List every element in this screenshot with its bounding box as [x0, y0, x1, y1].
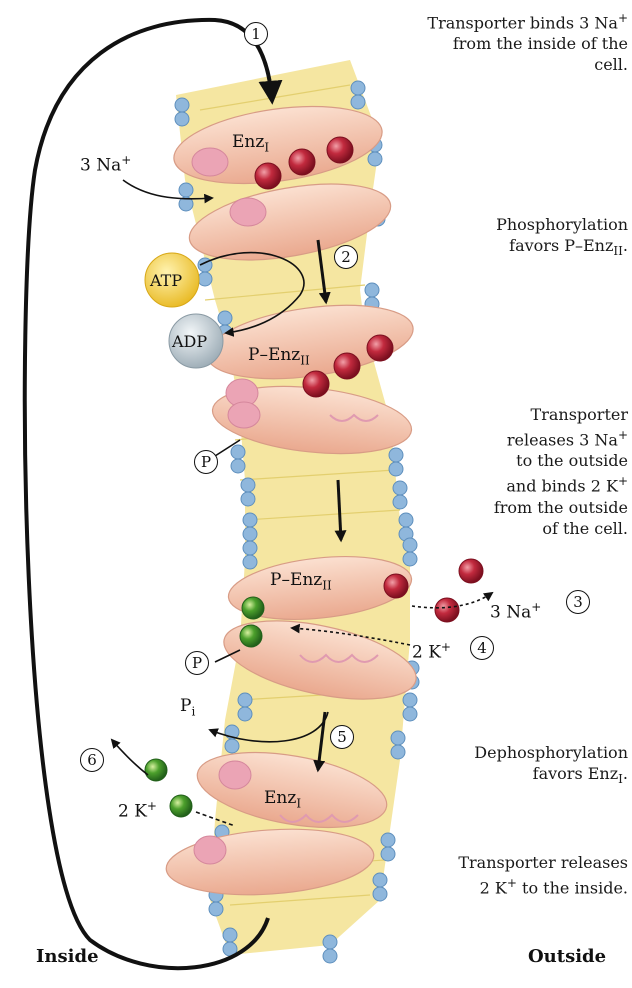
potassium-ion — [242, 597, 264, 619]
atp-label: ATP — [150, 270, 182, 291]
lipid-head — [231, 459, 245, 473]
sodium-ion — [303, 371, 329, 397]
lipid-head — [381, 847, 395, 861]
step-6-marker: 6 — [80, 748, 104, 772]
step-1-marker: 1 — [244, 22, 268, 46]
lipid-head — [243, 513, 257, 527]
adp-label: ADP — [172, 331, 207, 352]
lipid-head — [243, 527, 257, 541]
caption-step-1: Transporter binds 3 Na+ from the inside … — [358, 8, 628, 75]
phosphate-b: P — [185, 651, 209, 675]
penz2-a-label: P–EnzII — [248, 345, 310, 371]
lipid-head — [175, 98, 189, 112]
caption-step-3: Transporter releases 3 Na+ to the outsid… — [408, 404, 628, 539]
lipid-head — [373, 873, 387, 887]
outside-label: Outside — [528, 946, 606, 967]
lipid-head — [223, 928, 237, 942]
lipid-head — [365, 283, 379, 297]
potassium-outside-label: 2 K+ — [412, 637, 451, 664]
phosphate-a: P — [194, 450, 218, 474]
potassium-ion — [170, 795, 192, 817]
lipid-head — [391, 745, 405, 759]
sodium-ion — [367, 335, 393, 361]
sodium-ion — [435, 598, 459, 622]
lipid-head — [198, 272, 212, 286]
lipid-head — [243, 541, 257, 555]
lipid-head — [403, 693, 417, 707]
sodium-inside-label: 3 Na+ — [80, 150, 131, 177]
lipid-head — [393, 495, 407, 509]
sodium-ion — [255, 163, 281, 189]
sodium-ion — [327, 137, 353, 163]
lipid-head — [381, 833, 395, 847]
step-3-marker: 3 — [566, 590, 590, 614]
lipid-head — [391, 731, 405, 745]
sodium-ion — [384, 574, 408, 598]
lipid-head — [218, 311, 232, 325]
step-5-marker: 5 — [330, 725, 354, 749]
lipid-head — [225, 739, 239, 753]
lipid-head — [175, 112, 189, 126]
lipid-head — [389, 448, 403, 462]
lipid-head — [243, 555, 257, 569]
lipid-head — [351, 81, 365, 95]
lipid-head — [323, 949, 337, 963]
enz1-bottom-label: EnzI — [264, 788, 301, 814]
step-2-marker: 2 — [334, 245, 358, 269]
lipid-head — [231, 445, 245, 459]
sodium-outside-label: 3 Na+ — [490, 597, 541, 624]
lipid-head — [238, 693, 252, 707]
potassium-ion — [240, 625, 262, 647]
enz1-top-label: EnzI — [232, 132, 269, 158]
lipid-head — [238, 707, 252, 721]
lipid-head — [209, 902, 223, 916]
lipid-head — [403, 538, 417, 552]
inside-label: Inside — [36, 946, 99, 967]
lipid-head — [389, 462, 403, 476]
k-release-arrow — [112, 740, 148, 775]
lipid-head — [393, 481, 407, 495]
penz2-b-label: P–EnzII — [270, 570, 332, 596]
sodium-ion — [289, 149, 315, 175]
potassium-ion — [145, 759, 167, 781]
sodium-ion — [459, 559, 483, 583]
caption-step-2: Phosphorylation favors P–EnzII. — [408, 214, 628, 262]
lipid-head — [368, 152, 382, 166]
potassium-inside-label: 2 K+ — [118, 796, 157, 823]
step-4-marker: 4 — [470, 636, 494, 660]
lipid-head — [403, 707, 417, 721]
lipid-head — [403, 552, 417, 566]
lipid-head — [241, 478, 255, 492]
caption-step-5: Transporter releases 2 K+ to the inside. — [398, 852, 628, 898]
pi-label: Pi — [180, 696, 195, 722]
lipid-head — [351, 95, 365, 109]
lipid-head — [323, 935, 337, 949]
lipid-head — [373, 887, 387, 901]
caption-step-4: Dephosphorylation favors EnzI. — [408, 742, 628, 790]
lipid-head — [179, 183, 193, 197]
lipid-head — [241, 492, 255, 506]
sodium-ion — [334, 353, 360, 379]
